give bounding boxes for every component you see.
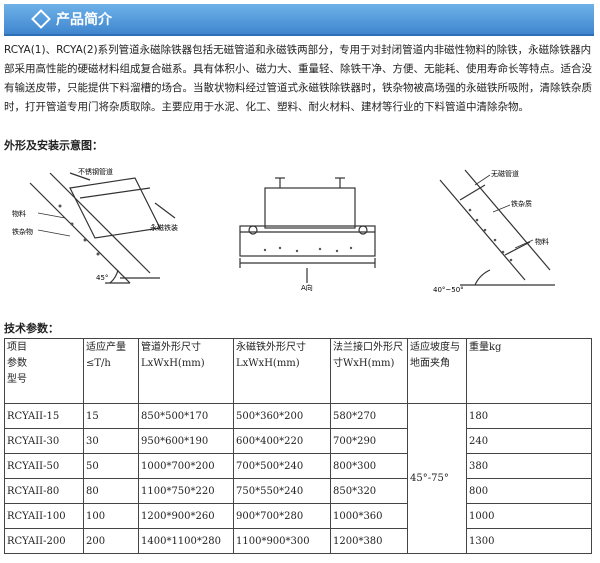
specs-table: 项目 参数 型号 适应产量 ≤T/h 管道外形尺寸 LxWxH(mm) 永磁铁外…: [4, 338, 592, 554]
table-cell: 1300: [466, 528, 592, 554]
table-cell: 850*500*170: [138, 403, 234, 429]
table-cell: 600*400*220: [233, 428, 331, 454]
table-cell: 750*550*240: [233, 478, 331, 504]
table-cell: 500*360*200: [233, 403, 331, 429]
diagram-heading: 外形及安装示意图：: [4, 139, 103, 152]
header-label: 适应产量 ≤T/h: [86, 342, 126, 369]
table-cell: 1100*900*300: [233, 528, 331, 554]
header-label: 法兰接口外形尺寸WxH(mm): [333, 342, 403, 369]
table-cell: 50: [83, 453, 139, 479]
table-cell: 1000: [466, 503, 592, 529]
table-cell: 1000*360: [330, 503, 408, 529]
table-cell: RCYAII-50: [4, 453, 84, 479]
table-cell: 240: [466, 428, 592, 454]
table-cell: 380: [466, 453, 592, 479]
table-cell: 700*500*240: [233, 453, 331, 479]
label-angle: 45°: [96, 274, 108, 282]
header-cell: 法兰接口外形尺寸WxH(mm): [330, 338, 408, 404]
header-cell: 重量kg: [466, 338, 592, 404]
header-label: 管道外形尺寸 LxWxH(mm): [141, 342, 205, 369]
label-iron: 铁杂物: [12, 227, 33, 236]
header-cell: 适应坡度与地面夹角: [407, 338, 467, 404]
table-cell: 1000*700*200: [138, 453, 234, 479]
table-cell: RCYAII-200: [4, 528, 84, 554]
table-cell: 100: [83, 503, 139, 529]
header-label: 项目 参数 型号: [7, 342, 27, 385]
label-view-a: A向: [301, 283, 313, 292]
header-label: 重量kg: [469, 342, 502, 353]
table-cell: 950*600*190: [138, 428, 234, 454]
table-cell: 1400*1100*280: [138, 528, 234, 554]
table-header-row: 项目 参数 型号 适应产量 ≤T/h 管道外形尺寸 LxWxH(mm) 永磁铁外…: [4, 338, 592, 404]
label-nonmagnetic-pipe: 无磁管道: [491, 169, 519, 178]
label-material: 物料: [12, 209, 26, 218]
table-cell: RCYAII-30: [4, 428, 84, 454]
label-angle: 40°~50°: [433, 286, 464, 294]
table-cell: 30: [83, 428, 139, 454]
installation-diagram-left: 不锈钢管道 永磁铁装 物料 铁杂物 45°: [10, 158, 190, 298]
header-cell: 适应产量 ≤T/h: [83, 338, 139, 404]
table-cell: 200: [83, 528, 139, 554]
table-cell: RCYAII-80: [4, 478, 84, 504]
table-cell: 1200*380: [330, 528, 408, 554]
label-pipe: 不锈钢管道: [78, 167, 113, 176]
table-cell: 800: [466, 478, 592, 504]
table-cell: 580*270: [330, 403, 408, 429]
header-label: 适应坡度与地面夹角: [410, 342, 460, 369]
section-title: 产品简介: [56, 12, 112, 28]
label-magnet: 永磁铁装: [150, 223, 178, 232]
specs-heading: 技术参数：: [4, 322, 59, 335]
header-cell: 项目 参数 型号: [4, 338, 84, 404]
intro-paragraph: RCYA(1)、RCYA(2)系列管道永磁除铁器包括无磁管道和永磁铁两部分，专用…: [4, 44, 592, 113]
table-cell: RCYAII-100: [4, 503, 84, 529]
table-cell: 80: [83, 478, 139, 504]
table-cell: 900*700*280: [233, 503, 331, 529]
header-cell: 永磁铁外形尺寸 LxWxH(mm): [233, 338, 331, 404]
header-cell: 管道外形尺寸 LxWxH(mm): [138, 338, 234, 404]
installation-diagram-right: 无磁管道 铁杂质 物料 40°~50°: [415, 160, 595, 300]
slope-cell: 45°-75°: [407, 403, 467, 554]
table-cell: 800*300: [330, 453, 408, 479]
installation-diagram-middle: A向: [225, 168, 390, 293]
table-cell: RCYAII-15: [4, 403, 84, 429]
table-cell: 1100*750*220: [138, 478, 234, 504]
table-cell: 180: [466, 403, 592, 429]
label-material: 物料: [535, 237, 549, 246]
table-cell: 850*320: [330, 478, 408, 504]
table-cell: 1200*900*260: [138, 503, 234, 529]
section-header: 产品简介: [4, 4, 594, 36]
header-label: 永磁铁外形尺寸 LxWxH(mm): [236, 342, 306, 369]
label-iron-impurity: 铁杂质: [511, 199, 532, 208]
diamond-icon: [31, 9, 51, 29]
table-cell: 700*290: [330, 428, 408, 454]
table-cell: 15: [83, 403, 139, 429]
